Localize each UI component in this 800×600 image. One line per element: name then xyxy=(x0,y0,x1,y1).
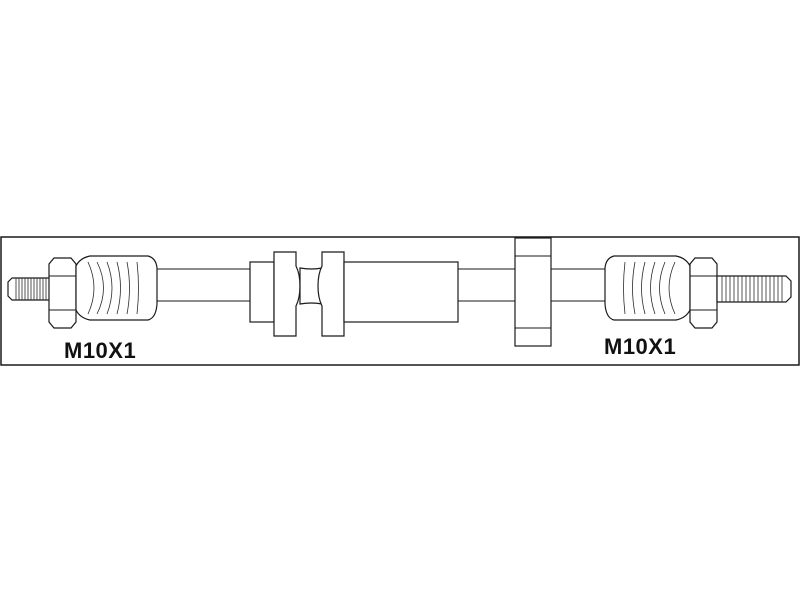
right-hex-nut xyxy=(689,257,718,329)
center-clip xyxy=(514,237,552,347)
center-grommet xyxy=(249,251,459,337)
thread-label-right: M10X1 xyxy=(604,334,677,359)
left-thread-lines xyxy=(15,278,47,300)
left-hex-nut xyxy=(48,257,77,329)
right-threaded-end xyxy=(716,275,792,303)
thread-label-left: M10X1 xyxy=(64,338,137,363)
left-ferrule xyxy=(75,255,158,321)
left-threaded-end xyxy=(7,277,51,301)
right-ferrule xyxy=(604,255,691,321)
hose-tube xyxy=(157,268,605,302)
right-thread-lines xyxy=(721,276,783,302)
